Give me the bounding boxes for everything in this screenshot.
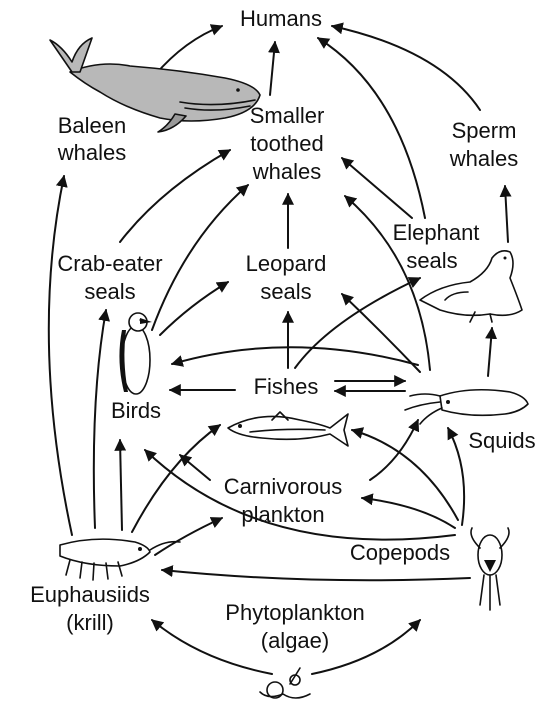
arrow-krill-to-crab-eater-seals xyxy=(94,310,106,528)
sperm-whales-label-line2: whales xyxy=(449,146,518,171)
krill-icon xyxy=(60,539,180,580)
arrow-copepods-to-krill xyxy=(162,570,470,580)
fishes-label: Fishes xyxy=(254,374,319,399)
baleen-whales-label-line2: whales xyxy=(57,140,126,165)
penguin-icon xyxy=(119,313,152,394)
arrow-birds-to-smaller-whales xyxy=(152,185,248,330)
arrow-elephant-seals-to-sperm-whales xyxy=(505,186,508,242)
arrow-copepods-to-carnivorous-plankton xyxy=(362,498,455,528)
arrow-baleen-to-humans xyxy=(155,26,222,75)
arrow-krill-to-carnivorous-plankton xyxy=(155,518,222,555)
euphausiids-label-line2: (krill) xyxy=(66,610,114,635)
sperm-whales-label-line1: Sperm xyxy=(452,118,517,143)
copepod-icon xyxy=(471,528,509,610)
squids-label: Squids xyxy=(468,428,535,453)
smaller-toothed-whales-label-line2: toothed xyxy=(250,131,323,156)
elephant-seals-label-line2: seals xyxy=(406,248,457,273)
birds-label: Birds xyxy=(111,398,161,423)
arrow-smaller-whales-to-humans xyxy=(270,42,275,95)
smaller-toothed-whales-label-line1: Smaller xyxy=(250,103,325,128)
arrow-elephant-seals-to-humans xyxy=(318,38,425,218)
arrow-crab-eaters-to-smaller-whales xyxy=(120,150,230,242)
leopard-seals-label-line2: seals xyxy=(260,279,311,304)
euphausiids-label-line1: Euphausiids xyxy=(30,582,150,607)
humans-label: Humans xyxy=(240,6,322,31)
leopard-seals-label-line1: Leopard xyxy=(246,251,327,276)
fish-icon xyxy=(228,412,348,446)
arrow-krill-to-birds xyxy=(120,440,122,530)
arrow-squids-to-birds xyxy=(172,347,418,365)
baleen-whales-label-line1: Baleen xyxy=(58,113,127,138)
arrow-birds-to-leopard-seals xyxy=(160,282,228,335)
arrow-fishes-to-elephant-seals xyxy=(295,278,420,368)
arrow-elephant-seals-to-smaller-whales xyxy=(342,158,412,218)
crab-eater-seals-label-line2: seals xyxy=(84,279,135,304)
crab-eater-seals-label-line1: Crab-eater xyxy=(57,251,162,276)
arrow-krill-to-baleen-whales xyxy=(49,176,72,535)
squid-icon xyxy=(405,390,528,424)
elephant-seals-label-line1: Elephant xyxy=(393,220,480,245)
arrow-phytoplankton-to-krill xyxy=(152,620,272,674)
arrow-squids-to-leopard-seals xyxy=(342,294,420,372)
phytoplankton-label-line2: (algae) xyxy=(261,628,329,653)
arrow-squids-to-elephant-seals xyxy=(488,328,492,376)
carnivorous-plankton-label-line2: plankton xyxy=(241,502,324,527)
arrow-carnivorous-plankton-to-birds xyxy=(180,455,210,480)
copepods-label: Copepods xyxy=(350,540,450,565)
phytoplankton-label-line1: Phytoplankton xyxy=(225,600,364,625)
smaller-toothed-whales-label-line3: whales xyxy=(252,159,321,184)
arrow-copepods-to-squids xyxy=(448,428,464,525)
carnivorous-plankton-label-line1: Carnivorous xyxy=(224,474,343,499)
